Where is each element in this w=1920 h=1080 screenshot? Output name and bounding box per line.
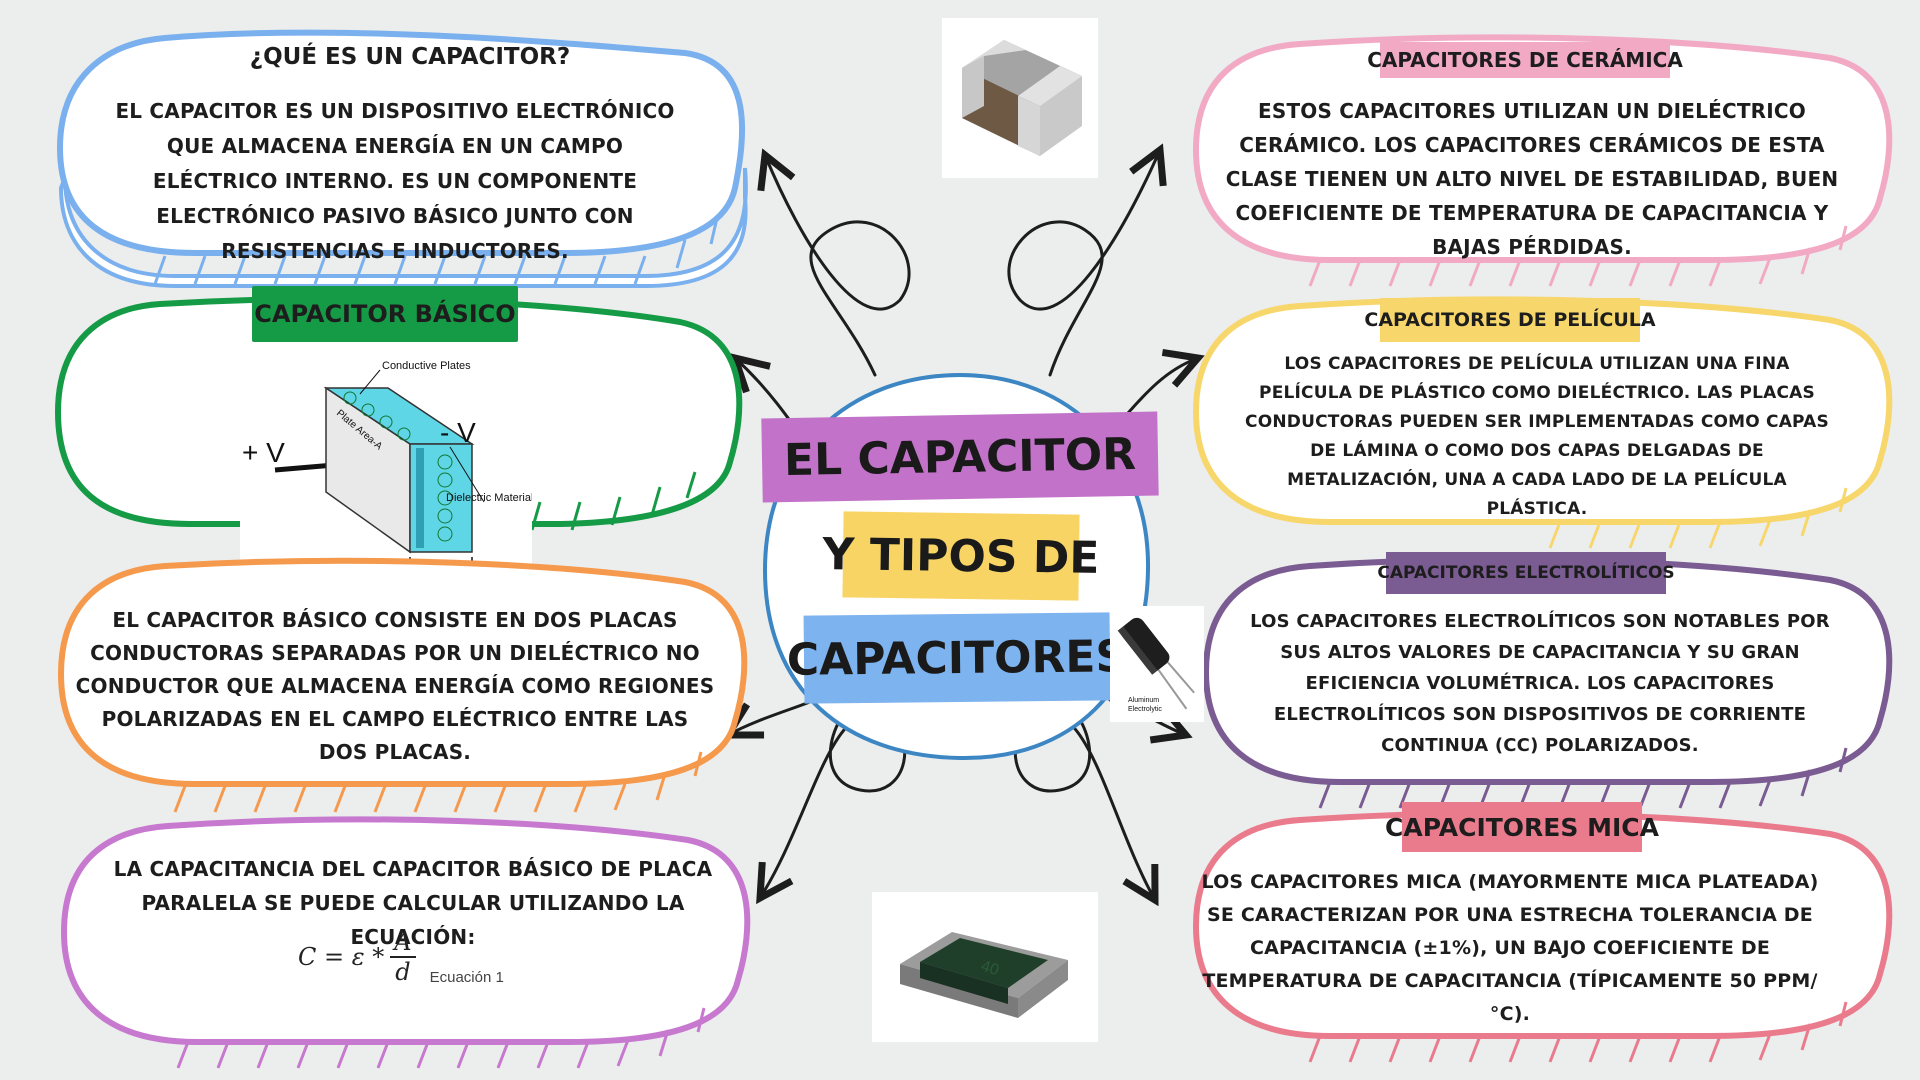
equation-label: Ecuación 1 — [429, 968, 504, 986]
tag-ceramic: CAPACITORES DE CERÁMICA — [1367, 42, 1683, 78]
tag-electrolytic: CAPACITORES ELECTROLÍTICOS — [1377, 552, 1675, 594]
label-plus-v: + V — [242, 437, 285, 468]
center-title-line1: EL CAPACITOR — [761, 411, 1159, 503]
tag-mica-text: CAPACITORES MICA — [1385, 812, 1659, 842]
tag-film-text: CAPACITORES DE PELÍCULA — [1364, 309, 1656, 331]
bubble-electrolytic-hatch — [1318, 747, 1848, 809]
mica-capacitor-photo: 40 — [872, 892, 1098, 1042]
bubble-ceramic-hatch — [1308, 225, 1848, 287]
text-film: LOS CAPACITORES DE PELÍCULA UTILIZAN UNA… — [1245, 354, 1829, 519]
center-title-line3-text: CAPACITORES — [786, 630, 1128, 686]
bubble-formula-shape — [60, 816, 751, 1069]
arrow-to-ceramic — [1007, 150, 1160, 377]
label-dielectric: Dielectric Material — [446, 492, 532, 504]
tag-what-is-text: ¿QUÉ ES UN CAPACITOR? — [249, 44, 571, 70]
bubble-mica: CAPACITORES MICA LOS CAPACITORES MICA (M… — [1180, 802, 1893, 1063]
equation-fraction: A d — [390, 928, 416, 986]
equation: C = ε * A d Ecuación 1 — [298, 922, 504, 992]
bubble-what-is: ¿QUÉ ES UN CAPACITOR? EL CAPACITOR ES UN… — [45, 28, 748, 288]
bubble-film-shape — [1192, 296, 1893, 549]
equation-denominator: d — [395, 958, 411, 986]
equation-numerator: A — [390, 928, 416, 958]
text-what-is: EL CAPACITOR ES UN DISPOSITIVO ELECTRÓNI… — [115, 99, 675, 263]
ceramic-chip-svg — [962, 40, 1082, 156]
bubble-ceramic-shape — [1192, 34, 1893, 287]
bubble-what-is-shape — [56, 29, 748, 288]
bubble-formula-hatch — [176, 1007, 706, 1069]
center-title-line1-text: EL CAPACITOR — [783, 428, 1137, 486]
bubble-mica-hatch — [1308, 1001, 1848, 1063]
capacitor-diagram-svg: Conductive Plates Dielectric Material Pl… — [242, 360, 533, 587]
arrow-to-what — [765, 155, 911, 377]
tag-basic-text: CAPACITOR BÁSICO — [254, 300, 516, 328]
tag-film: CAPACITORES DE PELÍCULA — [1364, 298, 1656, 342]
text-basic: EL CAPACITOR BÁSICO CONSISTE EN DOS PLAC… — [75, 608, 715, 764]
bubble-basic-text: EL CAPACITOR BÁSICO CONSISTE EN DOS PLAC… — [45, 556, 748, 813]
tag-electrolytic-text: CAPACITORES ELECTROLÍTICOS — [1377, 563, 1675, 583]
tag-ceramic-text: CAPACITORES DE CERÁMICA — [1367, 48, 1683, 72]
ceramic-capacitor-photo — [942, 18, 1098, 178]
bubble-mica-shape — [1192, 810, 1893, 1063]
electrolytic-svg — [1117, 617, 1195, 710]
bubble-what-is-hatch — [153, 217, 719, 285]
svg-text:40: 40 — [979, 958, 1001, 980]
capacitor-diagram: Conductive Plates Dielectric Material Pl… — [240, 352, 533, 587]
mica-chip-svg: 40 — [900, 932, 1068, 1018]
bubble-basic-text-shape — [57, 557, 748, 813]
text-electrolytic: LOS CAPACITORES ELECTROLÍTICOS SON NOTAB… — [1250, 611, 1830, 756]
tag-what-is: ¿QUÉ ES UN CAPACITOR? — [245, 38, 575, 76]
bubble-ceramic: CAPACITORES DE CERÁMICA ESTOS CAPACITORE… — [1180, 30, 1893, 287]
center-title-line2: Y TIPOS DE — [822, 511, 1100, 601]
bubble-basic-text-hatch — [173, 751, 703, 813]
text-mica: LOS CAPACITORES MICA (MAYORMENTE MICA PL… — [1201, 871, 1819, 1025]
bubble-electrolytic: CAPACITORES ELECTROLÍTICOS LOS CAPACITOR… — [1190, 552, 1893, 809]
text-formula: LA CAPACITANCIA DEL CAPACITOR BÁSICO DE … — [113, 857, 713, 949]
center-title-line2-text: Y TIPOS DE — [822, 528, 1100, 584]
label-minus-v: - V — [440, 417, 476, 448]
bubble-electrolytic-shape — [1202, 556, 1893, 809]
equation-lhs: C = ε * — [298, 943, 385, 971]
electrolytic-capacitor-photo: Aluminum Electrolytic — [1110, 606, 1204, 722]
bubble-film-hatch — [1548, 487, 1848, 549]
tag-mica: CAPACITORES MICA — [1385, 802, 1659, 852]
center-title-line3: CAPACITORES — [787, 612, 1127, 704]
text-ceramic: ESTOS CAPACITORES UTILIZAN UN DIELÉCTRIC… — [1225, 99, 1839, 259]
tag-basic: CAPACITOR BÁSICO — [252, 286, 518, 342]
label-conductive-plates: Conductive Plates — [382, 360, 471, 372]
electrolytic-label: Aluminum Electrolytic — [1128, 697, 1162, 713]
bubble-film: CAPACITORES DE PELÍCULA LOS CAPACITORES … — [1180, 292, 1893, 549]
bubble-formula: LA CAPACITANCIA DEL CAPACITOR BÁSICO DE … — [48, 812, 751, 1069]
